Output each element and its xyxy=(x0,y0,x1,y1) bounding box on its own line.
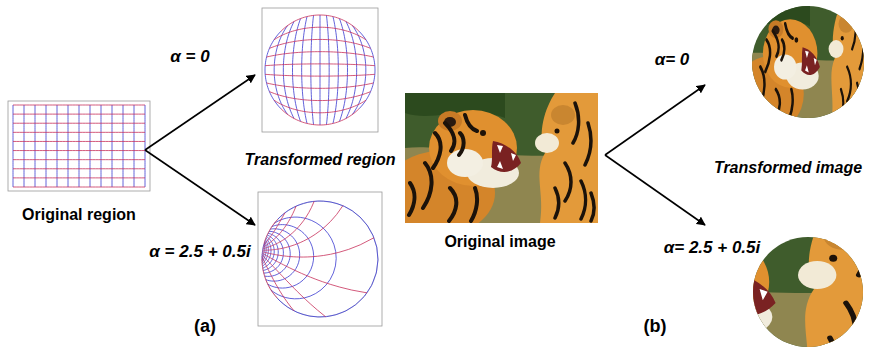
panel-caption: Original image xyxy=(444,233,555,251)
grid-line xyxy=(13,150,145,151)
grid-line xyxy=(274,100,366,113)
panel-caption: Transformed region xyxy=(245,151,396,169)
mapping-arrow xyxy=(145,150,255,225)
transformed-image xyxy=(736,4,868,132)
grid-line xyxy=(263,201,314,249)
grid-line xyxy=(262,259,277,298)
grid-line xyxy=(13,177,145,178)
transformed-region-plot xyxy=(262,201,378,317)
grid-line xyxy=(68,105,69,187)
grid-line xyxy=(262,255,325,317)
parameter-label: α= 0 xyxy=(655,50,690,70)
grid-line xyxy=(274,27,366,40)
transformed-image xyxy=(736,4,868,132)
grid-line xyxy=(79,105,80,187)
grid-line xyxy=(13,187,145,188)
parameter-label: α= 2.5 + 0.5i xyxy=(664,238,761,258)
grid-line xyxy=(145,105,146,187)
transformed-image xyxy=(736,4,868,132)
grid-line xyxy=(90,105,91,187)
grid-line xyxy=(13,105,145,106)
grid-line xyxy=(269,39,370,48)
grid-line xyxy=(13,141,145,142)
mapping-arrow xyxy=(605,155,705,225)
grid-line xyxy=(263,206,296,247)
transformed-image xyxy=(558,205,869,351)
grid-line xyxy=(320,15,321,125)
grid-line xyxy=(13,168,145,169)
transformed-image xyxy=(558,205,869,351)
grid-line xyxy=(263,206,343,251)
grid-line xyxy=(13,114,145,115)
grid-line xyxy=(13,159,145,160)
transformed-region-plot xyxy=(262,201,378,317)
grid-line xyxy=(57,105,58,187)
transformed-region-plot xyxy=(265,15,375,125)
grid-line xyxy=(326,15,329,124)
transformed-region-plot xyxy=(262,8,378,132)
grid-line xyxy=(134,105,135,187)
mapping-arrow xyxy=(145,75,255,150)
grid-line xyxy=(281,15,359,31)
grid-line xyxy=(264,219,278,244)
parameter-label: α = 0 xyxy=(170,47,209,67)
grid-line xyxy=(24,105,25,187)
grid-line xyxy=(269,92,370,101)
grid-line xyxy=(265,64,375,66)
original-region-plot xyxy=(8,101,150,191)
grid-line xyxy=(359,31,375,109)
grid-line xyxy=(277,201,378,317)
grid-line xyxy=(302,17,307,124)
original-region-plot xyxy=(13,105,145,187)
grid-line xyxy=(346,21,357,118)
grid-line xyxy=(123,105,124,187)
grid-line xyxy=(311,15,314,124)
grid-line xyxy=(267,52,374,57)
panel-caption: Original region xyxy=(22,206,136,224)
grid-line xyxy=(112,105,113,187)
transformed-region-plot xyxy=(262,8,378,132)
grid-line xyxy=(13,123,145,124)
grid-line xyxy=(262,253,367,293)
transformed-image xyxy=(558,205,869,351)
grid-line xyxy=(35,105,36,187)
parameter-label: α = 2.5 + 0.5i xyxy=(149,242,250,262)
grid-line xyxy=(13,105,14,187)
subfigure-label: (b) xyxy=(644,316,667,337)
grid-line xyxy=(293,19,301,122)
panel-caption: Transformed image xyxy=(714,159,862,177)
transformed-region-plot xyxy=(258,192,382,326)
grid-line xyxy=(281,109,359,125)
grid-line xyxy=(267,83,374,88)
grid-line xyxy=(262,238,373,257)
grid-line xyxy=(333,17,338,124)
mapping-arrow xyxy=(605,85,705,155)
grid-line xyxy=(271,217,336,299)
transformed-region-plot xyxy=(258,192,382,326)
mapping-arrow xyxy=(145,75,705,225)
original-image xyxy=(405,93,598,223)
grid-line xyxy=(13,132,145,133)
grid-line xyxy=(264,213,285,246)
original-region-plot xyxy=(8,101,150,191)
grid-line xyxy=(339,19,347,122)
grid-line xyxy=(265,74,375,76)
subfigure-label: (a) xyxy=(194,316,216,337)
original-image xyxy=(385,93,598,235)
grid-line xyxy=(101,105,102,187)
grid-line xyxy=(46,105,47,187)
